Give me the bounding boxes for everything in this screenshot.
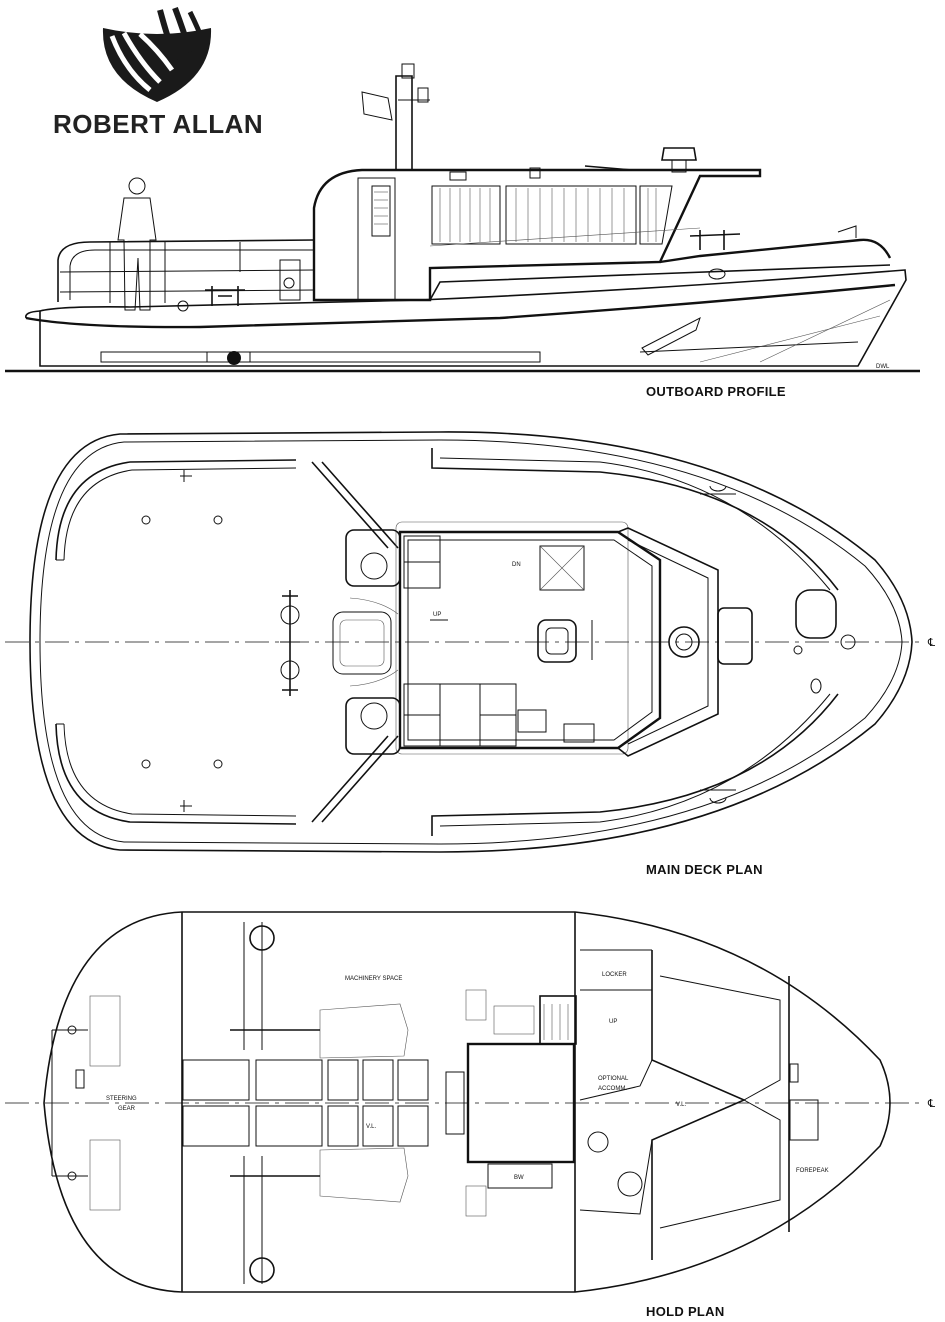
bw-label: BW — [514, 1175, 524, 1181]
hold-centerline-symbol: ℄ — [927, 1098, 935, 1110]
hold-plan-view: MACHINERY SPACE STEERING GEAR LOCKER UP … — [5, 911, 935, 1293]
locker-label: LOCKER — [602, 972, 627, 978]
void-label-1: V.L. — [366, 1124, 376, 1130]
steering-gear-label-1: STEERING — [106, 1096, 137, 1102]
forepeak-label: FOREPEAK — [796, 1168, 829, 1174]
machinery-space-label: MACHINERY SPACE — [345, 976, 402, 982]
robert-allan-shield-logo — [102, 6, 212, 102]
hold-plan-title: HOLD PLAN — [646, 1304, 725, 1319]
deck-up-label: UP — [433, 612, 441, 618]
main-deck-plan-title: MAIN DECK PLAN — [646, 862, 763, 877]
person-scale-figure — [117, 177, 157, 311]
dwl-label: DWL — [876, 364, 890, 370]
brand-name: ROBERT ALLAN — [53, 109, 263, 139]
steering-gear-label-2: GEAR — [118, 1106, 136, 1112]
optional-accomm-label-1: OPTIONAL — [598, 1076, 629, 1082]
main-deck-plan-view: DN UP ℄ — [5, 431, 935, 853]
optional-accomm-label-2: ACCOMM. — [598, 1086, 627, 1092]
void-label-2: V.L. — [676, 1102, 686, 1108]
deck-centerline-symbol: ℄ — [927, 637, 935, 649]
outboard-profile-title: OUTBOARD PROFILE — [646, 384, 786, 399]
deck-down-label: DN — [512, 562, 521, 568]
hold-up-label: UP — [609, 1019, 617, 1025]
outboard-profile-view: DWL — [5, 63, 920, 373]
